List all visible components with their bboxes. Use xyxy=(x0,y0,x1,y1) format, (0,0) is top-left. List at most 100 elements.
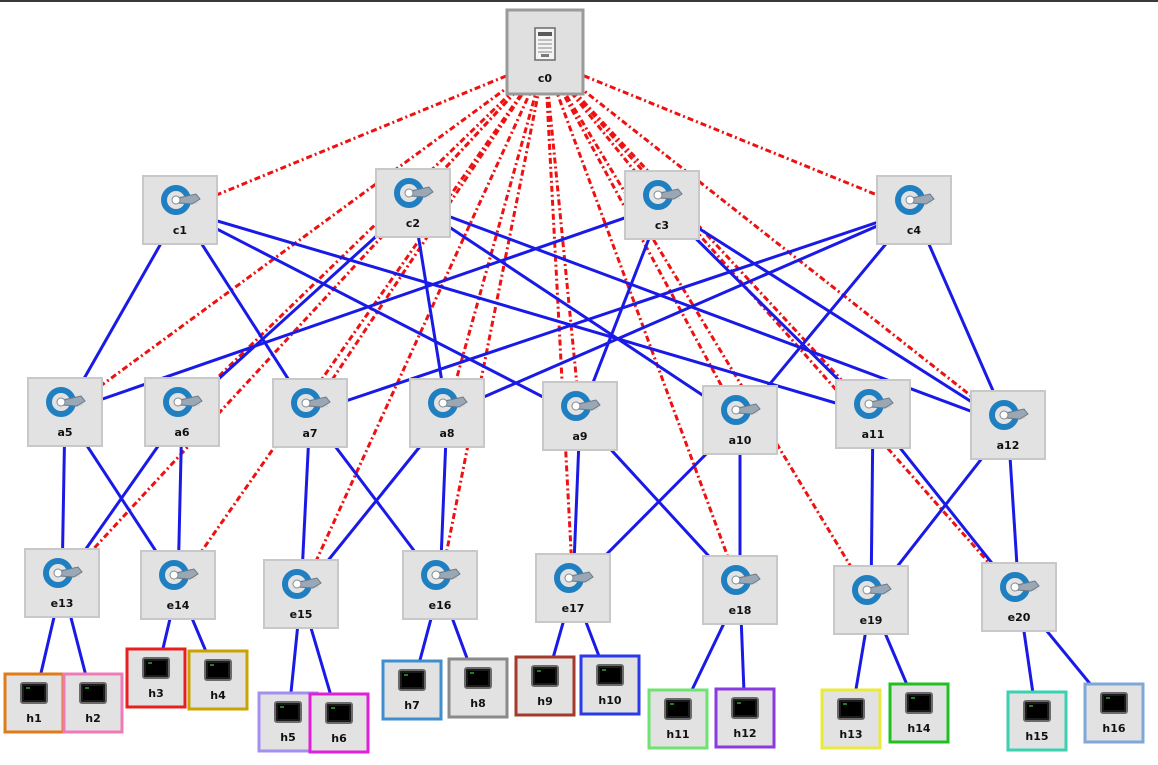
data-link-c1-a9[interactable] xyxy=(179,208,581,418)
switch-node-c2[interactable]: c2 xyxy=(375,168,451,238)
switch-node-a7[interactable]: a7 xyxy=(272,378,348,448)
control-link-c0-e15[interactable] xyxy=(299,59,547,595)
switch-node-e16[interactable]: e16 xyxy=(402,550,478,620)
terminal-icon xyxy=(731,697,759,719)
node-label: h1 xyxy=(26,712,42,725)
terminal-icon xyxy=(325,702,353,724)
host-node-h15[interactable]: h15 xyxy=(1006,690,1068,752)
switch-node-c3[interactable]: c3 xyxy=(624,170,700,240)
switch-node-e15[interactable]: e15 xyxy=(263,559,339,629)
data-link-c4-a8[interactable] xyxy=(446,208,915,415)
terminal-icon xyxy=(142,657,170,679)
controller-node-c0[interactable]: c0 xyxy=(505,8,585,96)
terminal-icon xyxy=(905,692,933,714)
switch-node-e18[interactable]: e18 xyxy=(702,555,778,625)
switch-node-a5[interactable]: a5 xyxy=(27,377,103,447)
host-node-h10[interactable]: h10 xyxy=(579,654,641,716)
switch-icon xyxy=(291,388,331,418)
control-link-c0-e14[interactable] xyxy=(176,59,547,586)
switch-node-a9[interactable]: a9 xyxy=(542,381,618,451)
switch-node-e13[interactable]: e13 xyxy=(24,548,100,618)
switch-icon xyxy=(852,575,892,605)
host-node-h14[interactable]: h14 xyxy=(888,682,950,744)
node-label: c4 xyxy=(907,224,922,237)
node-label: a5 xyxy=(57,426,72,439)
node-label: e19 xyxy=(860,614,883,627)
switch-icon xyxy=(989,400,1029,430)
switch-node-e20[interactable]: e20 xyxy=(981,562,1057,632)
switch-node-a10[interactable]: a10 xyxy=(702,385,778,455)
nodes-layer: c0 c1 c2 c3 c4 a5 a6 a7 a8 a9 a10 a11 a12 e13 e14 e15 e1… xyxy=(3,8,1145,754)
control-link-c0-a8[interactable] xyxy=(445,59,547,414)
host-node-h4[interactable]: h4 xyxy=(187,649,249,711)
control-link-c0-a11[interactable] xyxy=(543,58,875,416)
control-link-c0-e19[interactable] xyxy=(543,59,873,601)
switch-node-c4[interactable]: c4 xyxy=(876,175,952,245)
control-link-c0-a10[interactable] xyxy=(543,59,742,421)
data-link-c3-a9[interactable] xyxy=(578,204,664,417)
node-label: h3 xyxy=(148,687,164,700)
node-label: h6 xyxy=(331,732,347,745)
node-label: a10 xyxy=(729,434,752,447)
control-link-c0-c4[interactable] xyxy=(544,58,915,212)
switch-icon xyxy=(428,388,468,418)
data-link-c1-a11[interactable] xyxy=(179,208,874,416)
control-link-c0-a6[interactable] xyxy=(180,58,547,414)
terminal-icon xyxy=(274,701,302,723)
switch-node-a11[interactable]: a11 xyxy=(835,379,911,449)
node-label: c0 xyxy=(538,72,553,85)
host-node-h3[interactable]: h3 xyxy=(125,647,187,709)
control-link-c0-e13[interactable] xyxy=(60,58,547,585)
control-link-c0-e20[interactable] xyxy=(543,59,1021,598)
switch-icon xyxy=(282,569,322,599)
control-link-c0-e18[interactable] xyxy=(543,59,742,591)
switch-node-e17[interactable]: e17 xyxy=(535,553,611,623)
terminal-icon xyxy=(1100,692,1128,714)
control-link-c0-e17[interactable] xyxy=(543,59,575,589)
switch-node-e14[interactable]: e14 xyxy=(140,550,216,620)
host-node-h8[interactable]: h8 xyxy=(447,657,509,719)
host-node-h7[interactable]: h7 xyxy=(381,659,443,721)
host-node-h13[interactable]: h13 xyxy=(820,688,882,750)
host-node-h5[interactable]: h5 xyxy=(257,691,319,753)
data-link-c2-a6[interactable] xyxy=(180,201,415,414)
node-label: e15 xyxy=(290,608,313,621)
node-label: h4 xyxy=(210,689,226,702)
switch-icon xyxy=(46,387,86,417)
data-link-c2-a10[interactable] xyxy=(412,201,741,422)
node-label: h11 xyxy=(666,728,689,741)
terminal-icon xyxy=(20,682,48,704)
terminal-icon xyxy=(1023,700,1051,722)
node-label: h7 xyxy=(404,699,420,712)
control-link-c0-e16[interactable] xyxy=(438,59,547,586)
terminal-icon xyxy=(531,665,559,687)
switch-icon xyxy=(1000,572,1040,602)
switch-node-a12[interactable]: a12 xyxy=(970,390,1046,460)
node-label: e16 xyxy=(429,599,452,612)
switch-node-a6[interactable]: a6 xyxy=(144,377,220,447)
terminal-icon xyxy=(464,667,492,689)
control-link-c0-a5[interactable] xyxy=(64,58,546,414)
host-node-h1[interactable]: h1 xyxy=(3,672,65,734)
switch-icon xyxy=(721,395,761,425)
control-link-c0-a12[interactable] xyxy=(544,58,1009,427)
switch-node-c1[interactable]: c1 xyxy=(142,175,218,245)
host-node-h16[interactable]: h16 xyxy=(1083,682,1145,744)
switch-node-e19[interactable]: e19 xyxy=(833,565,909,635)
switch-node-a8[interactable]: a8 xyxy=(409,378,485,448)
host-node-h11[interactable]: h11 xyxy=(647,688,709,750)
switch-icon xyxy=(163,387,203,417)
node-label: e18 xyxy=(729,604,752,617)
data-link-c4-a12[interactable] xyxy=(912,209,1010,426)
node-label: h2 xyxy=(85,712,101,725)
control-link-c0-c1[interactable] xyxy=(179,58,546,212)
node-label: a12 xyxy=(997,439,1020,452)
data-link-c3-a12[interactable] xyxy=(661,203,1009,427)
node-label: h5 xyxy=(280,731,296,744)
node-label: h13 xyxy=(839,728,862,741)
host-node-h6[interactable]: h6 xyxy=(308,692,370,754)
host-node-h9[interactable]: h9 xyxy=(514,655,576,717)
host-node-h12[interactable]: h12 xyxy=(714,687,776,749)
host-node-h2[interactable]: h2 xyxy=(62,672,124,734)
